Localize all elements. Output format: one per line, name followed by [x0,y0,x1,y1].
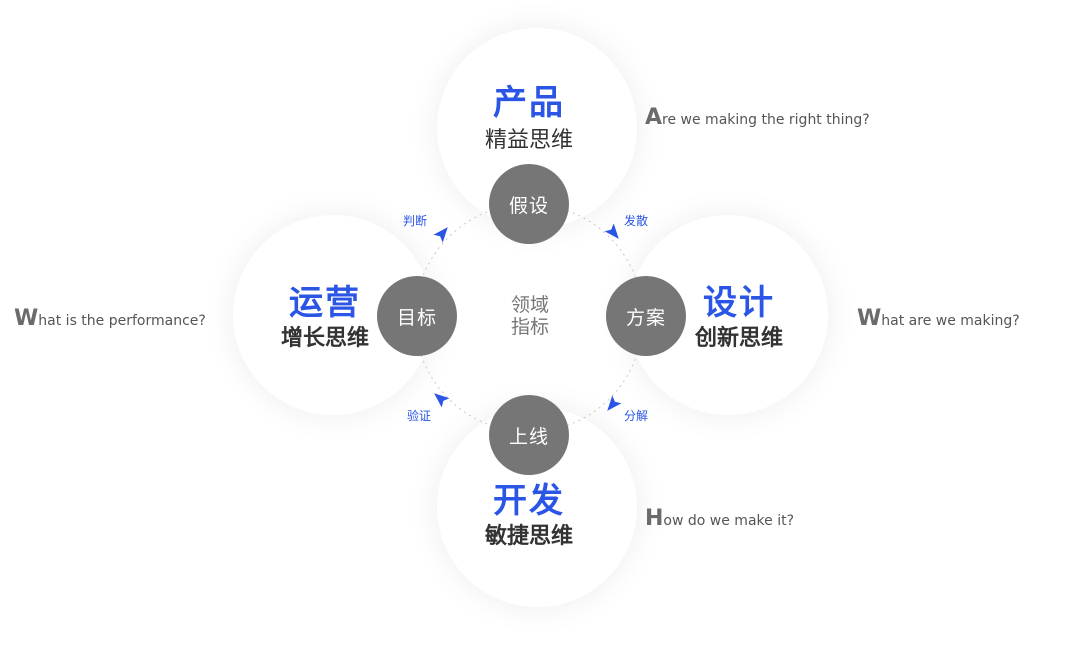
product-subtitle: 精益思维 [484,128,573,153]
design-title: 设计 [703,283,775,323]
arrow-judge-icon [433,227,448,243]
product-title: 产品 [493,83,565,123]
center-label-line1: 领域 [510,294,549,316]
design-question-initial: W [857,306,882,331]
node-goal: 目标 [377,276,457,356]
label-diverge: 发散 [624,214,649,228]
dev-question-rest: ow do we make it? [663,513,795,529]
ops-subtitle: 增长思维 [280,326,369,351]
dev-subtitle: 敏捷思维 [484,524,573,549]
label-judge: 判断 [403,214,428,228]
arrow-verify-icon [434,393,450,408]
arrow-diverge-icon [604,223,619,239]
design-question-rest: hat are we making? [881,313,1020,329]
product-question: Are we making the right thing? [645,106,870,132]
arrow-decompose-icon [607,395,622,411]
center-label-line2: 指标 [510,316,549,338]
node-launch: 上线 [489,395,569,475]
dev-title: 开发 [493,481,565,521]
label-decompose: 分解 [624,409,649,423]
product-question-initial: A [645,105,663,130]
product-question-rest: re we making the right thing? [662,112,870,128]
ops-question-rest: hat is the performance? [38,313,206,329]
label-verify: 验证 [407,409,432,423]
ops-question-initial: W [14,306,39,331]
node-solution: 方案 [606,276,686,356]
design-subtitle: 创新思维 [694,326,783,351]
center-label: 领域 指标 [490,294,570,338]
design-question: What are we making? [857,307,1020,333]
dev-question-initial: H [645,506,664,531]
dev-question: How do we make it? [645,507,794,533]
ops-title: 运营 [289,283,361,323]
node-hypothesis: 假设 [489,164,569,244]
ops-question: What is the performance? [14,307,206,333]
